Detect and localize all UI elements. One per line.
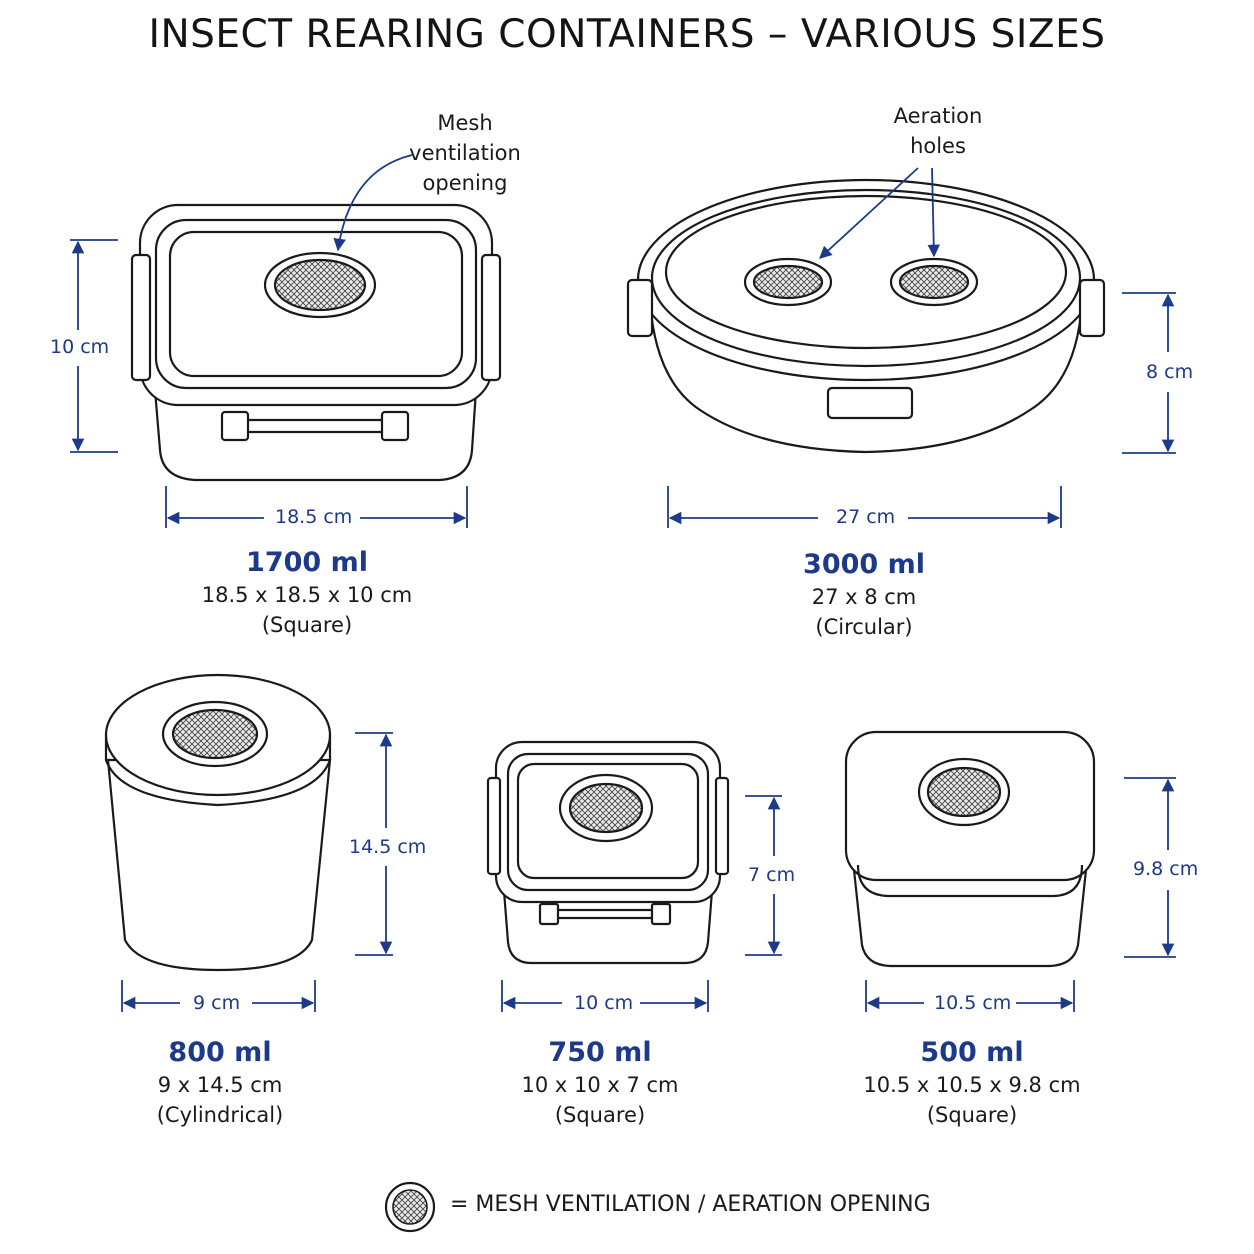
- height-label-500: 9.8 cm: [1133, 858, 1199, 880]
- height-label-750: 7 cm: [748, 864, 796, 886]
- width-label-800: 9 cm: [193, 992, 241, 1014]
- volume-label: 750 ml: [548, 1037, 652, 1068]
- shape-label: (Square): [261, 613, 353, 637]
- caption-750ml: 750 ml 10 x 10 x 7 cm (Square): [420, 1036, 780, 1130]
- height-label-800: 14.5 cm: [349, 836, 427, 858]
- container-500ml: [844, 730, 1096, 968]
- shape-label: (Circular): [815, 615, 913, 639]
- mesh-vent-icon: [273, 258, 367, 312]
- width-label-750: 10 cm: [574, 992, 634, 1014]
- mesh-vent-icon: [171, 708, 259, 760]
- container-1700ml: [130, 203, 502, 482]
- dimensions-label: 18.5 x 18.5 x 10 cm: [201, 583, 413, 607]
- width-label-500: 10.5 cm: [934, 992, 1012, 1014]
- container-800ml: [104, 673, 332, 972]
- volume-label: 3000 ml: [803, 549, 925, 580]
- legend-mesh-icon: [384, 1181, 436, 1233]
- mesh-vent-icon: [926, 766, 1002, 818]
- aeration-hole-icon: [752, 264, 824, 300]
- height-label-3000: 8 cm: [1146, 361, 1194, 383]
- volume-label: 1700 ml: [246, 547, 368, 578]
- volume-label: 800 ml: [168, 1037, 272, 1068]
- page-title: INSECT REARING CONTAINERS – VARIOUS SIZE…: [148, 12, 1106, 57]
- dimensions-label: 10.5 x 10.5 x 9.8 cm: [863, 1073, 1081, 1097]
- shape-label: (Square): [926, 1103, 1018, 1127]
- shape-label: (Square): [554, 1103, 646, 1127]
- caption-1700ml: 1700 ml 18.5 x 18.5 x 10 cm (Square): [127, 546, 487, 640]
- mesh-callout: Mesh ventilation opening: [409, 111, 521, 195]
- mesh-vent-icon: [568, 782, 644, 834]
- aeration-hole-icon: [898, 264, 970, 300]
- container-3000ml: [626, 178, 1106, 454]
- volume-label: 500 ml: [920, 1037, 1024, 1068]
- dimensions-label: 9 x 14.5 cm: [157, 1073, 283, 1097]
- width-label-1700: 18.5 cm: [275, 506, 353, 528]
- caption-500ml: 500 ml 10.5 x 10.5 x 9.8 cm (Square): [792, 1036, 1152, 1130]
- width-label-3000: 27 cm: [836, 506, 896, 528]
- caption-3000ml: 3000 ml 27 x 8 cm (Circular): [684, 548, 1044, 642]
- caption-800ml: 800 ml 9 x 14.5 cm (Cylindrical): [40, 1036, 400, 1130]
- height-label-1700: 10 cm: [50, 336, 110, 358]
- aeration-callout: Aeration holes: [893, 104, 983, 158]
- dimension-lines: [70, 154, 1176, 1012]
- dimensions-label: 27 x 8 cm: [811, 585, 917, 609]
- shape-label: (Cylindrical): [156, 1103, 284, 1127]
- container-750ml: [486, 740, 730, 965]
- legend-text: = MESH VENTILATION / AERATION OPENING: [450, 1192, 931, 1217]
- dimensions-label: 10 x 10 x 7 cm: [521, 1073, 679, 1097]
